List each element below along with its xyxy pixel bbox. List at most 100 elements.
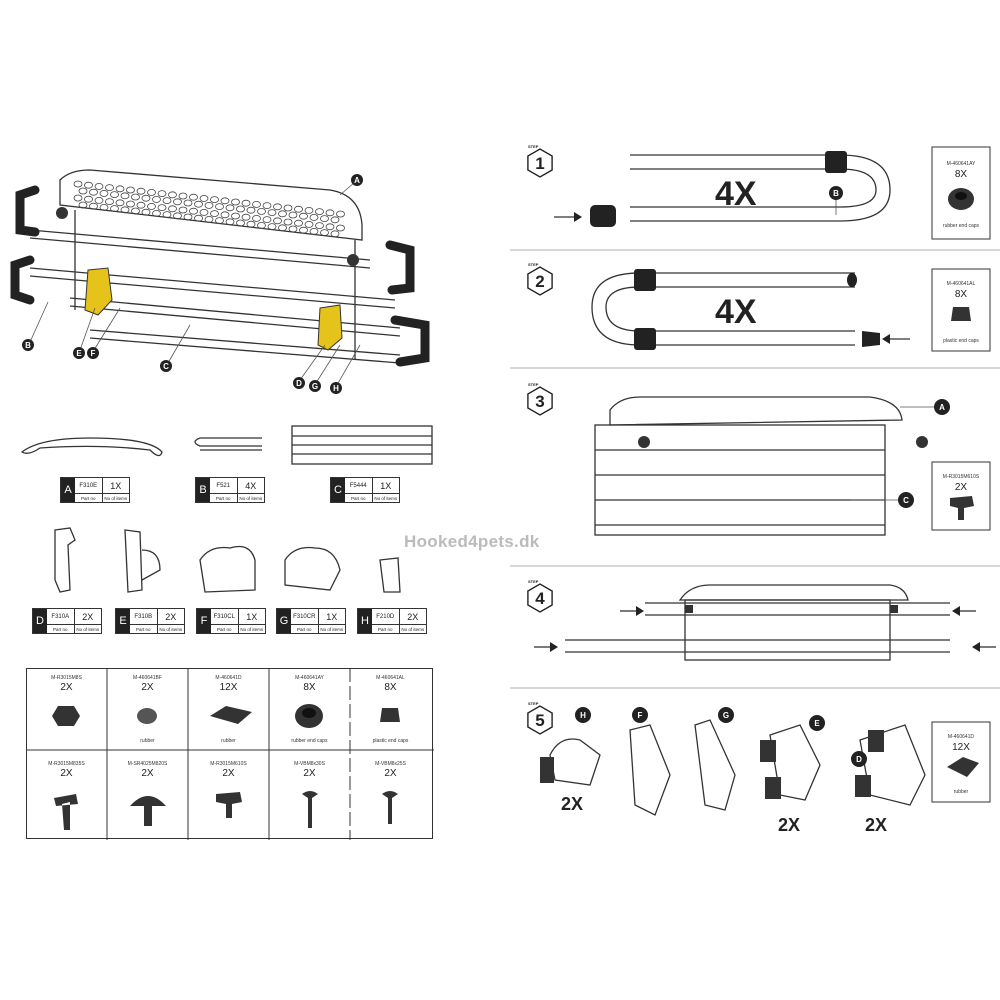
- parts-list: [20, 425, 433, 593]
- callout-b: B: [22, 339, 34, 351]
- panel-hole: [231, 198, 240, 206]
- panel-hole: [73, 194, 83, 202]
- step-label: STEP: [528, 579, 539, 584]
- panel-hole: [84, 195, 93, 203]
- panel-hole: [178, 206, 188, 214]
- panel-hole: [183, 213, 193, 221]
- panel-hole: [199, 195, 209, 202]
- panel-hole: [252, 201, 261, 208]
- panel-hole: [215, 217, 224, 224]
- svg-text:M-460641AY: M-460641AY: [947, 161, 976, 167]
- no-of-items-label: No of items: [401, 626, 425, 632]
- step-5-qty-d: 2X: [865, 815, 887, 835]
- panel-hole: [126, 186, 135, 194]
- step-number: 2: [535, 272, 544, 291]
- callout-g: G: [309, 380, 321, 392]
- part-letter: G: [277, 609, 291, 633]
- part-number: F210D: [372, 609, 400, 624]
- panel-hole: [147, 203, 156, 210]
- panel-hole: [73, 180, 83, 188]
- panel-hole: [136, 187, 146, 195]
- part-letter: C: [331, 478, 345, 502]
- part-no-label: Part no: [345, 494, 373, 502]
- panel-hole: [288, 225, 298, 233]
- panel-hole: [173, 212, 182, 220]
- panel-hole: [110, 191, 119, 198]
- panel-hole: [189, 207, 198, 215]
- svg-text:D: D: [856, 755, 862, 764]
- panel-hole: [78, 201, 88, 209]
- panel-hole: [157, 190, 167, 197]
- hardware-code: M-460641BF: [133, 675, 162, 681]
- panel-hole: [105, 198, 114, 205]
- hardware-table: M-R3015M8S2XM-460641BF2XrubberM-460641D1…: [26, 668, 434, 840]
- hardware-desc: rubber: [221, 738, 236, 744]
- panel-hole: [252, 215, 261, 222]
- step-2-multiplier: 4X: [715, 293, 757, 331]
- part-number: F310A: [47, 609, 75, 624]
- panel-hole: [141, 208, 151, 216]
- step-number: 1: [535, 154, 544, 173]
- step-1-multiplier: 4X: [715, 175, 757, 213]
- part-c-picture: [291, 425, 433, 465]
- part-qty: 2X: [82, 611, 94, 622]
- part-letter: B: [196, 478, 210, 502]
- panel-hole: [78, 187, 88, 195]
- panel-hole: [141, 194, 151, 202]
- hardware-qty: 12X: [220, 682, 238, 693]
- callout-a: A: [351, 174, 363, 186]
- part-no-label: Part no: [372, 625, 400, 633]
- hardware-desc: rubber: [140, 738, 155, 744]
- svg-text:2X: 2X: [955, 482, 968, 493]
- part-d-picture: [54, 527, 76, 593]
- panel-hole: [257, 208, 266, 215]
- panel-hole: [178, 192, 188, 200]
- hardware-qty: 8X: [384, 682, 397, 693]
- part-number: F5444: [345, 478, 373, 493]
- panel-hole: [320, 229, 329, 236]
- panel-hole: [246, 206, 256, 214]
- panel-hole: [168, 205, 177, 213]
- panel-hole: [246, 220, 256, 228]
- panel-hole: [126, 200, 135, 208]
- overview-drawing: A B C E F D G H: [10, 169, 430, 394]
- step-2-drawing: 4X: [591, 269, 910, 350]
- part-letter: F: [197, 609, 211, 633]
- panel-hole: [89, 202, 98, 210]
- no-of-items-label: No of items: [159, 626, 183, 632]
- no-of-items-label: No of items: [374, 495, 398, 501]
- panel-hole: [336, 210, 345, 218]
- hardware-code: M-VBM8x30S: [294, 761, 326, 767]
- panel-hole: [157, 204, 167, 211]
- no-of-items-label: No of items: [239, 495, 263, 501]
- svg-text:8X: 8X: [955, 289, 968, 300]
- step-5-drawing: H F G E D 2X 2X 2X: [540, 707, 926, 835]
- no-of-items-label: No of items: [320, 626, 344, 632]
- callout-d: D: [293, 377, 305, 389]
- step-1-drawing: B 4X: [554, 151, 891, 227]
- panel-hole: [220, 197, 230, 205]
- hardware-icons: [52, 704, 400, 830]
- hardware-code: M-VBM8x25S: [375, 761, 407, 767]
- panel-hole: [241, 213, 251, 221]
- panel-hole: [288, 211, 298, 219]
- hardware-qty: 2X: [303, 768, 316, 779]
- panel-hole: [262, 216, 272, 223]
- panel-hole: [120, 192, 130, 200]
- panel-hole: [168, 191, 177, 199]
- part-no-label: Part no: [291, 625, 319, 633]
- svg-text:8X: 8X: [955, 169, 968, 180]
- part-qty: 2X: [165, 611, 177, 622]
- step-label: STEP: [528, 144, 539, 149]
- steps-panel: B 4X 4X A C: [510, 144, 1000, 835]
- hardware-code: M-SR4025M820S: [128, 761, 168, 767]
- callout-c: C: [160, 360, 172, 372]
- step-5-qty-e: 2X: [778, 815, 800, 835]
- watermark: Hooked4pets.dk: [404, 532, 540, 551]
- panel-hole: [299, 226, 308, 234]
